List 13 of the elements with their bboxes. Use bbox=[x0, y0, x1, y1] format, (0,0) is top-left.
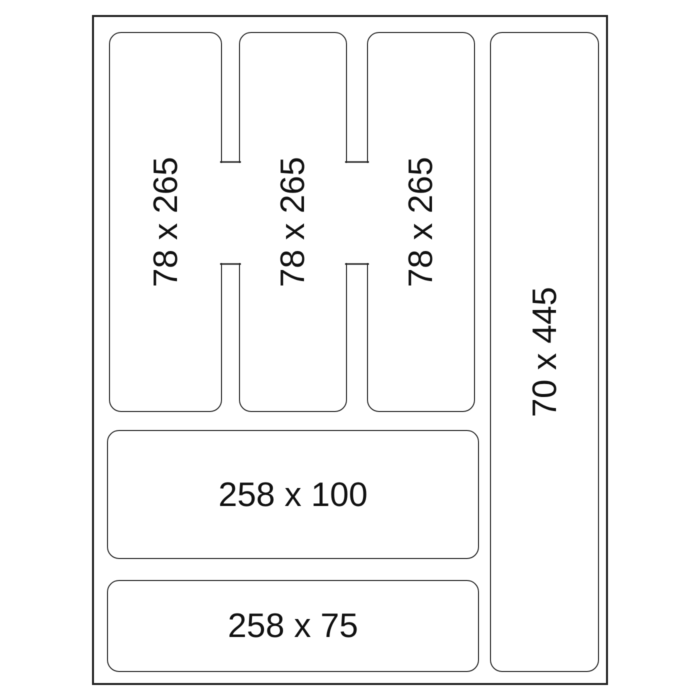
dimension-text: 258 x 75 bbox=[228, 609, 358, 643]
compartment bbox=[107, 430, 479, 559]
tray-outline bbox=[92, 15, 608, 685]
compartment bbox=[109, 32, 222, 412]
dimension-text: 70 x 445 bbox=[528, 286, 562, 418]
compartment bbox=[367, 32, 475, 412]
compartment bbox=[239, 32, 347, 412]
dimension-text: 78 x 265 bbox=[148, 156, 182, 288]
compartment bbox=[107, 580, 479, 672]
dimension-text: 78 x 265 bbox=[404, 156, 438, 288]
dimension-text: 258 x 100 bbox=[218, 478, 368, 512]
compartment bbox=[490, 32, 599, 672]
dimension-text: 78 x 265 bbox=[276, 156, 310, 288]
